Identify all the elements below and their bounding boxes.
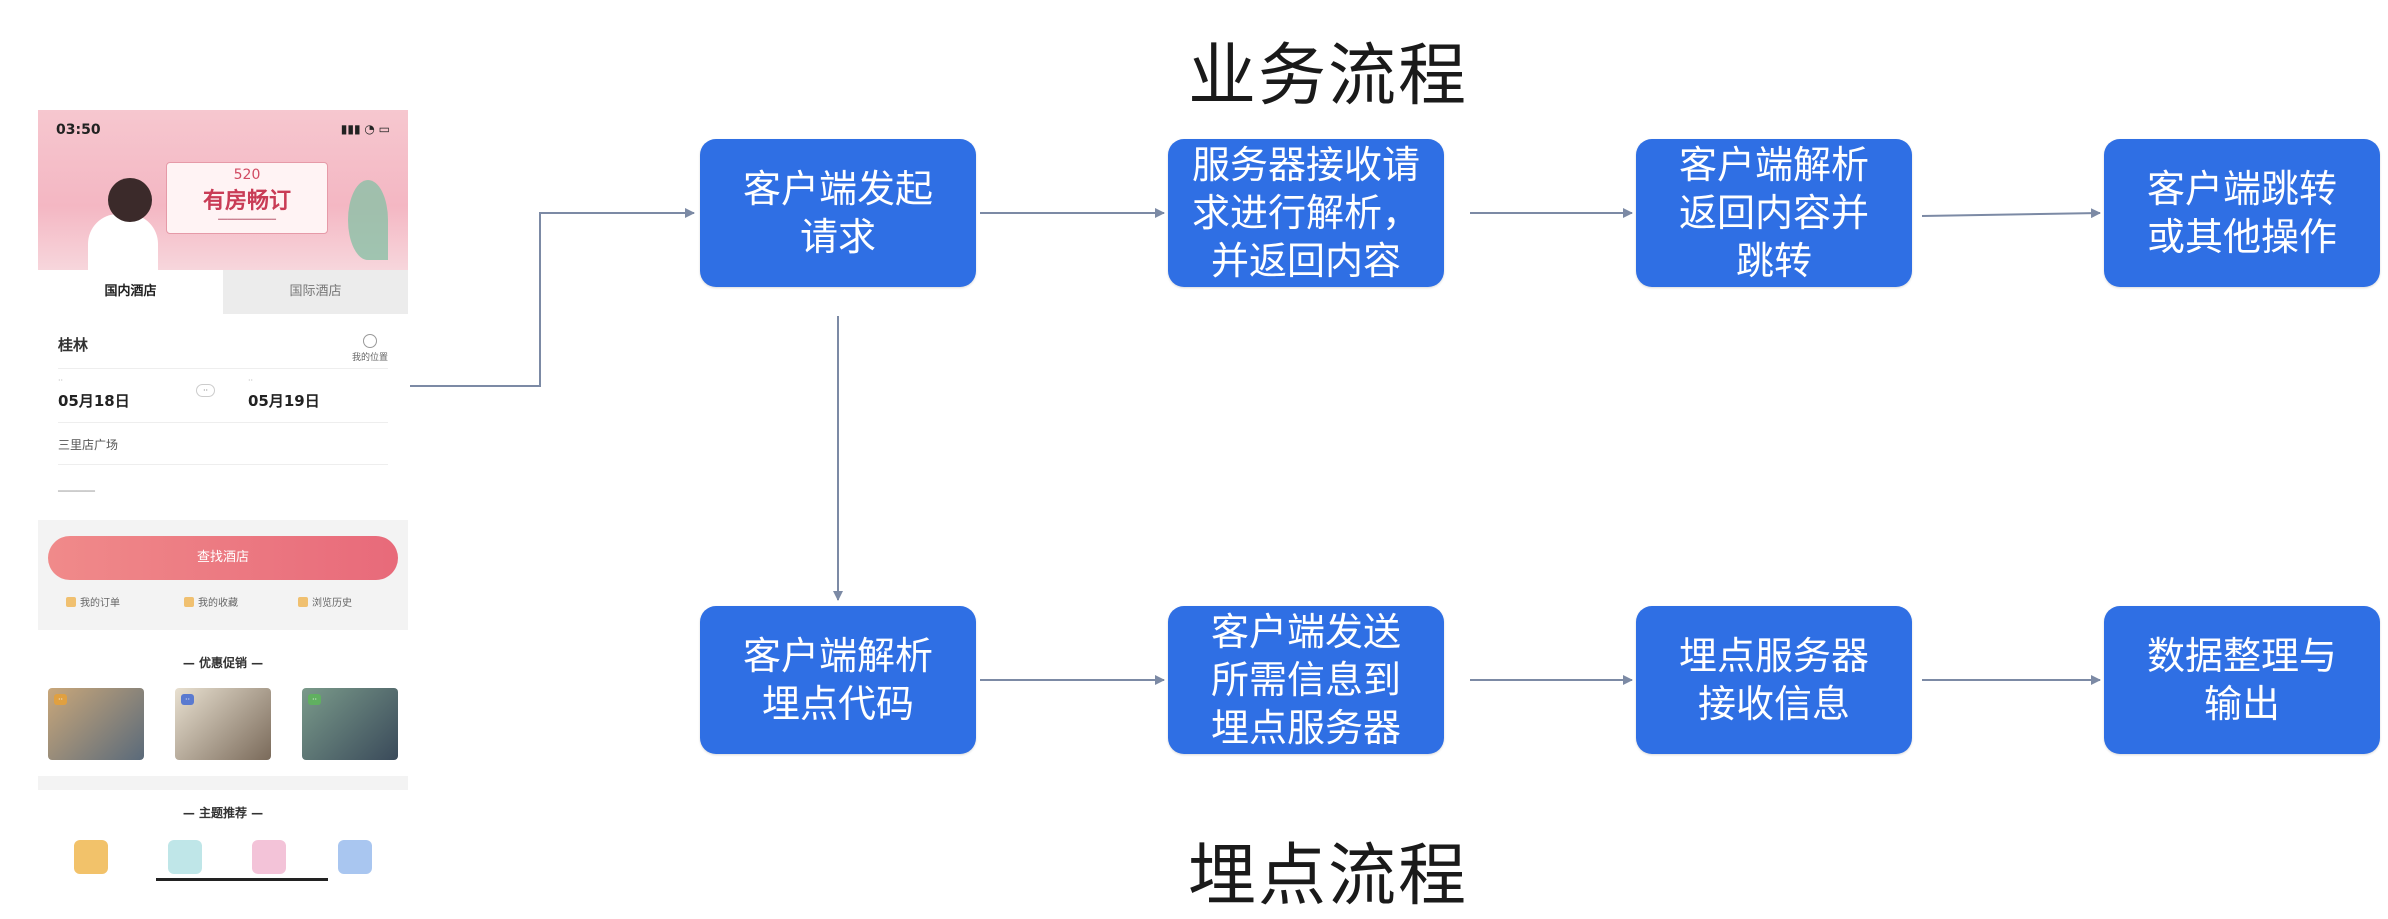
promo-section-title: — 优惠促销 —: [182, 656, 264, 670]
home-indicator: [156, 878, 328, 881]
business-step-label: 服务器接收请 求进行解析， 并返回内容: [1191, 143, 1420, 283]
location-icon: [362, 334, 377, 348]
leaf-decoration-icon: [348, 180, 388, 260]
connector-phone-to-request: [410, 208, 695, 387]
signal-wifi-battery-icon: ▮▮▮ ◔ ▭: [340, 122, 390, 136]
promo-subtitle: ━━━━━━━━━━━━: [218, 215, 276, 224]
business-step-server-parse: 服务器接收请 求进行解析， 并返回内容: [1168, 139, 1444, 287]
promo-thumb[interactable]: ··: [302, 688, 398, 760]
tracking-step-send-info: 客户端发送 所需信息到 埋点服务器: [1168, 606, 1444, 754]
area-field[interactable]: 三里店广场: [58, 438, 119, 452]
business-step-client-request: 客户端发起 请求: [700, 139, 976, 287]
promo-number: 520: [233, 167, 261, 183]
tab-domestic-hotel[interactable]: 国内酒店: [38, 270, 223, 314]
divider: [58, 368, 388, 369]
check-in-label: ··: [58, 376, 64, 385]
theme-icon[interactable]: [168, 840, 202, 874]
business-step-label: 客户端解析 返回内容并 跳转: [1678, 143, 1869, 283]
search-card: 桂林 我的位置 ·· 05月18日 ·· ·· 05月19日 三里店广场 ▁▁▁…: [38, 314, 408, 520]
promo-tag: ··: [181, 694, 195, 705]
promo-title: 有房畅订: [202, 189, 291, 214]
divider: [58, 422, 388, 423]
status-time: 03:50: [56, 122, 101, 138]
tracking-step-label: 数据整理与 输出: [2146, 634, 2337, 726]
hotel-tabs: 国内酒店 国际酒店: [38, 270, 408, 314]
quick-link-history[interactable]: 浏览历史: [298, 594, 352, 609]
tracking-step-data-output: 数据整理与 输出: [2104, 606, 2380, 754]
tracking-step-label: 埋点服务器 接收信息: [1678, 634, 1869, 726]
my-location-label: 我的位置: [351, 353, 388, 363]
promo-tag: ··: [54, 694, 68, 705]
tracking-step-label: 客户端解析 埋点代码: [742, 634, 933, 726]
tracking-step-label: 客户端发送 所需信息到 埋点服务器: [1210, 610, 1401, 750]
flow-connectors: [410, 208, 2101, 685]
promo-tag: ··: [308, 694, 322, 705]
nights-badge: ··: [196, 384, 216, 397]
business-step-label: 客户端跳转 或其他操作: [2146, 167, 2337, 259]
theme-icon[interactable]: [252, 840, 286, 874]
illustration-figure: [88, 214, 158, 270]
business-step-other-operation: 客户端跳转 或其他操作: [2104, 139, 2380, 287]
history-icon: [298, 597, 308, 607]
connector-b3-b4: [1921, 208, 2101, 219]
business-step-label: 客户端发起 请求: [742, 167, 933, 259]
check-out-date[interactable]: 05月19日: [248, 392, 320, 410]
theme-section-title: — 主题推荐 —: [182, 806, 264, 820]
keyword-field[interactable]: ▁▁▁▁: [58, 478, 95, 492]
promo-thumb[interactable]: ··: [175, 688, 271, 760]
tab-international-hotel[interactable]: 国际酒店: [223, 270, 408, 314]
quick-link-orders[interactable]: 我的订单: [66, 594, 120, 609]
search-hotel-button[interactable]: 查找酒店: [48, 536, 398, 580]
favorites-icon: [184, 597, 194, 607]
promo-card[interactable]: 520 有房畅订 ━━━━━━━━━━━━: [166, 162, 328, 234]
phone-screenshot: 03:50 ▮▮▮ ◔ ▭ 520 有房畅订 ━━━━━━━━━━━━ 国内酒店…: [38, 110, 408, 894]
orders-icon: [66, 597, 76, 607]
theme-icon[interactable]: [338, 840, 372, 874]
check-in-date[interactable]: 05月18日: [58, 392, 130, 410]
tracking-step-parse-code: 客户端解析 埋点代码: [700, 606, 976, 754]
divider: [58, 464, 388, 465]
promo-thumb[interactable]: ··: [48, 688, 144, 760]
business-step-client-jump: 客户端解析 返回内容并 跳转: [1636, 139, 1912, 287]
tracking-flow-title: 埋点流程: [1188, 837, 1469, 916]
tracking-step-server-receive: 埋点服务器 接收信息: [1636, 606, 1912, 754]
promo-banner: 03:50 ▮▮▮ ◔ ▭ 520 有房畅订 ━━━━━━━━━━━━: [38, 110, 408, 270]
quick-link-favorites[interactable]: 我的收藏: [184, 594, 238, 609]
city-field[interactable]: 桂林: [58, 336, 89, 354]
my-location-button[interactable]: 我的位置: [352, 334, 388, 363]
business-flow-title: 业务流程: [1188, 37, 1469, 116]
theme-icon[interactable]: [74, 840, 108, 874]
illustration-head: [108, 178, 152, 222]
check-out-label: ··: [248, 376, 254, 385]
